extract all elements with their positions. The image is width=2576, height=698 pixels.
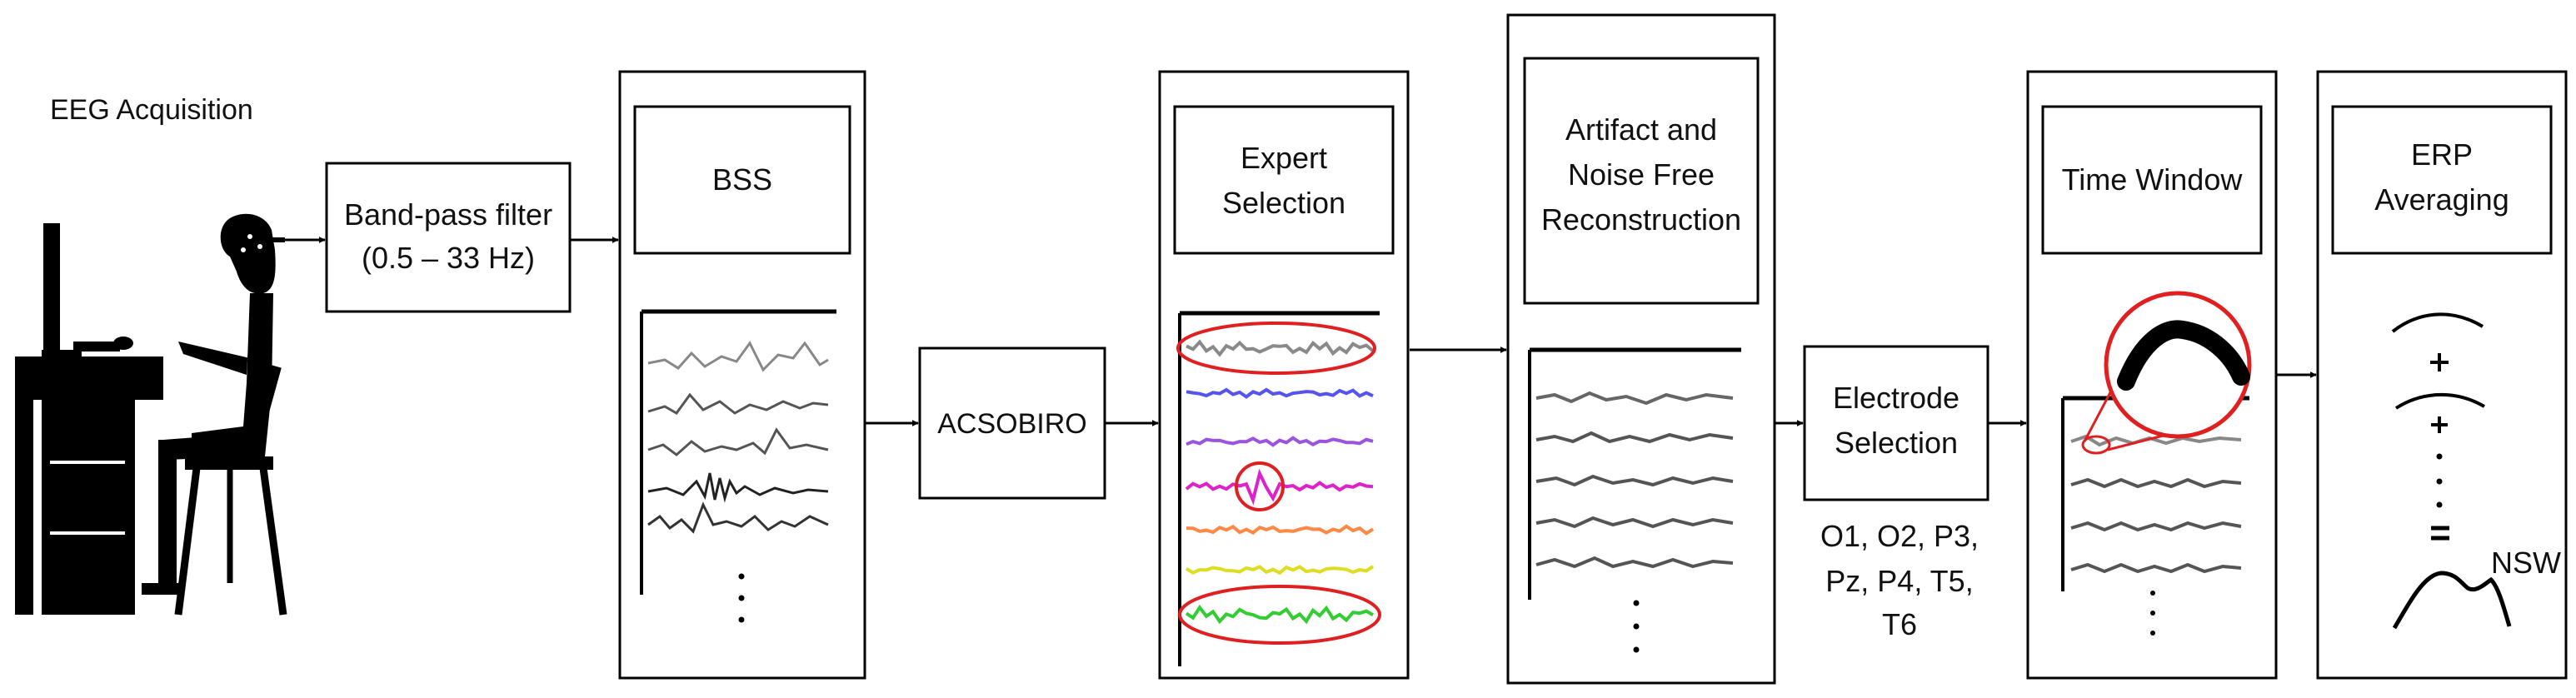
erp-averaging-illustration [2391, 312, 2512, 630]
timewindow-trace [2070, 562, 2242, 574]
expert-component-trace [1185, 468, 1374, 506]
expert-label-line1: Expert [1241, 141, 1327, 175]
rejected-component-highlight [1176, 322, 1376, 375]
bss-label: BSS [712, 162, 772, 197]
reconstruction-label-line2: Noise Free [1568, 157, 1715, 192]
timewindow-title-box [2041, 105, 2263, 255]
bandpass-box [325, 162, 572, 313]
timewindow-trace [2070, 521, 2242, 532]
equals-icon [2431, 526, 2449, 541]
bss-signal-trace [647, 392, 829, 415]
artifact-component-highlight [1235, 461, 1285, 511]
electrode-list-line3: T6 [1882, 607, 1917, 641]
acsobiro-label: ACSOBIRO [937, 408, 1086, 440]
erp-label-line2: Averaging [2374, 182, 2509, 217]
electrode-list-line1: O1, O2, P3, [1820, 519, 1979, 553]
rejected-component-highlight [1178, 585, 1381, 645]
erp-waveform [2391, 312, 2484, 333]
bss-signal-plot [640, 309, 836, 623]
time-window-marker [2081, 435, 2111, 455]
timewindow-label: Time Window [2062, 162, 2244, 197]
electrode-label-line1: Electrode [1833, 381, 1959, 415]
plus-icon [2431, 416, 2448, 433]
expert-component-trace [1186, 339, 1375, 357]
reconstruction-label-line1: Artifact and [1565, 112, 1717, 147]
time-window-zoom [2104, 291, 2252, 439]
bandpass-label-line1: Band-pass filter [344, 197, 552, 232]
bss-signal-trace [647, 472, 829, 503]
expert-component-trace [1186, 387, 1374, 399]
person-at-computer-icon [15, 213, 287, 616]
erp-title-box [2331, 105, 2553, 255]
reconstruction-label-line3: Reconstruction [1541, 202, 1741, 237]
bandpass-label-line2: (0.5 – 33 Hz) [362, 241, 535, 275]
expert-label-line2: Selection [1222, 186, 1345, 220]
reconstruction-trace [1535, 556, 1734, 569]
acsobiro-box [918, 347, 1106, 500]
reconstruction-trace [1535, 431, 1734, 444]
expert-component-trace [1185, 565, 1375, 576]
bss-signal-trace [647, 341, 829, 372]
expert-title-box [1173, 105, 1395, 255]
reconstruction-trace [1535, 516, 1734, 529]
electrode-list-line2: Pz, P4, T5, [1825, 564, 1973, 598]
zoomed-waveform [2117, 320, 2250, 391]
erp-waveform [2394, 392, 2486, 410]
bss-title-box [633, 105, 851, 255]
erp-label-line1: ERP [2411, 137, 2473, 172]
plus-icon [2430, 353, 2449, 371]
reconstruction-title-box [1523, 57, 1760, 305]
expert-signal-plot [1176, 311, 1381, 666]
reconstruction-trace [1535, 391, 1734, 406]
nsw-label: NSW [2491, 546, 2561, 580]
expert-component-trace [1186, 524, 1375, 536]
electrode-box [1803, 345, 1989, 501]
averaged-erp-waveform [2392, 571, 2512, 630]
bss-signal-trace [647, 427, 829, 456]
timewindow-signal-plot [2061, 291, 2252, 636]
acquisition-label: EEG Acquisition [50, 94, 253, 126]
expert-component-trace [1185, 604, 1374, 625]
timewindow-trace [2070, 477, 2242, 489]
electrode-label-line2: Selection [1835, 426, 1958, 460]
reconstruction-trace [1535, 474, 1734, 487]
reconstruction-signal-plot [1528, 347, 1741, 653]
expert-component-trace [1186, 436, 1374, 447]
bss-signal-trace [647, 501, 829, 534]
